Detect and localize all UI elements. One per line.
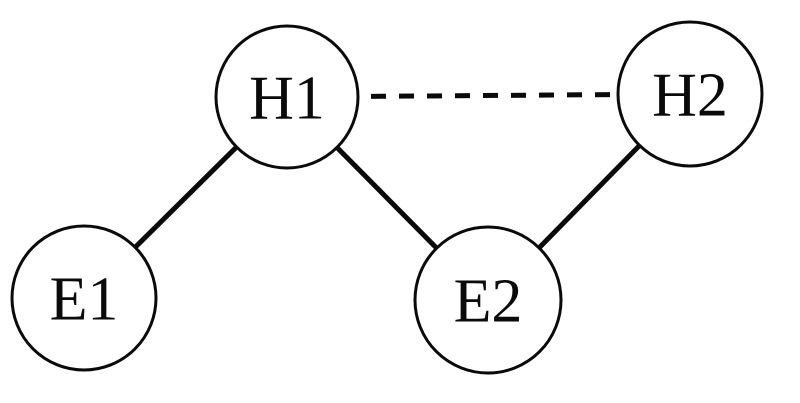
- node-label-E2: E2: [454, 268, 523, 336]
- node-circle-E1: [10, 224, 158, 372]
- node-label-H2: H2: [652, 62, 728, 130]
- node-label-E1: E1: [50, 266, 119, 334]
- node-circle-E2: [413, 225, 563, 375]
- node-circle-H1: [214, 24, 360, 170]
- node-E2: E2: [413, 225, 563, 375]
- node-H2: H2: [616, 20, 764, 168]
- node-E1: E1: [10, 224, 158, 372]
- node-H1: H1: [214, 24, 360, 170]
- node-label-H1: H1: [249, 65, 325, 133]
- node-circle-H2: [616, 20, 764, 168]
